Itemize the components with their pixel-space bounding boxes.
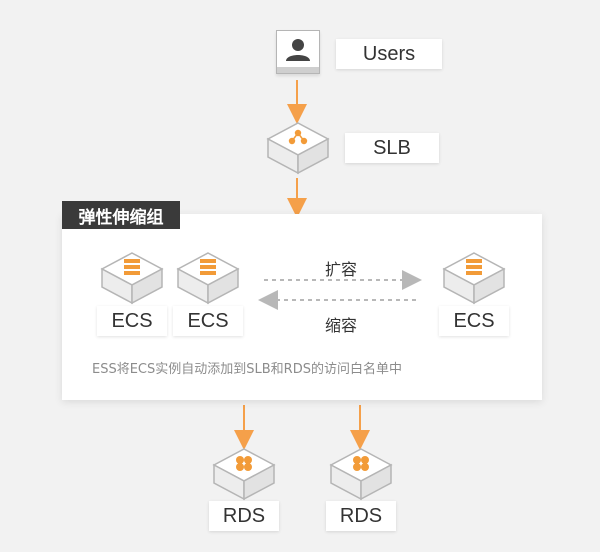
user-icon — [276, 30, 320, 74]
ecs-label: ECS — [97, 306, 167, 336]
ecs-node-icon — [176, 252, 240, 305]
scale-in-label: 缩容 — [325, 316, 358, 335]
scale-out-label: 扩容 — [325, 260, 358, 279]
rds-label: RDS — [326, 501, 396, 531]
rds-label: RDS — [209, 501, 279, 531]
ecs-node-icon — [442, 252, 506, 305]
ecs-label: ECS — [439, 306, 509, 336]
ecs-node-icon — [100, 252, 164, 305]
scaling-group-title: 弹性伸缩组 — [62, 201, 180, 229]
scaling-arrows — [258, 270, 422, 310]
rds-node-icon — [329, 448, 393, 501]
rds-node-icon — [212, 448, 276, 501]
whitelist-note: ESS将ECS实例自动添加到SLB和RDS的访问白名单中 — [92, 362, 402, 377]
slb-node-icon — [266, 122, 330, 175]
slb-label: SLB — [345, 133, 439, 163]
users-label: Users — [336, 39, 442, 69]
ecs-label: ECS — [173, 306, 243, 336]
